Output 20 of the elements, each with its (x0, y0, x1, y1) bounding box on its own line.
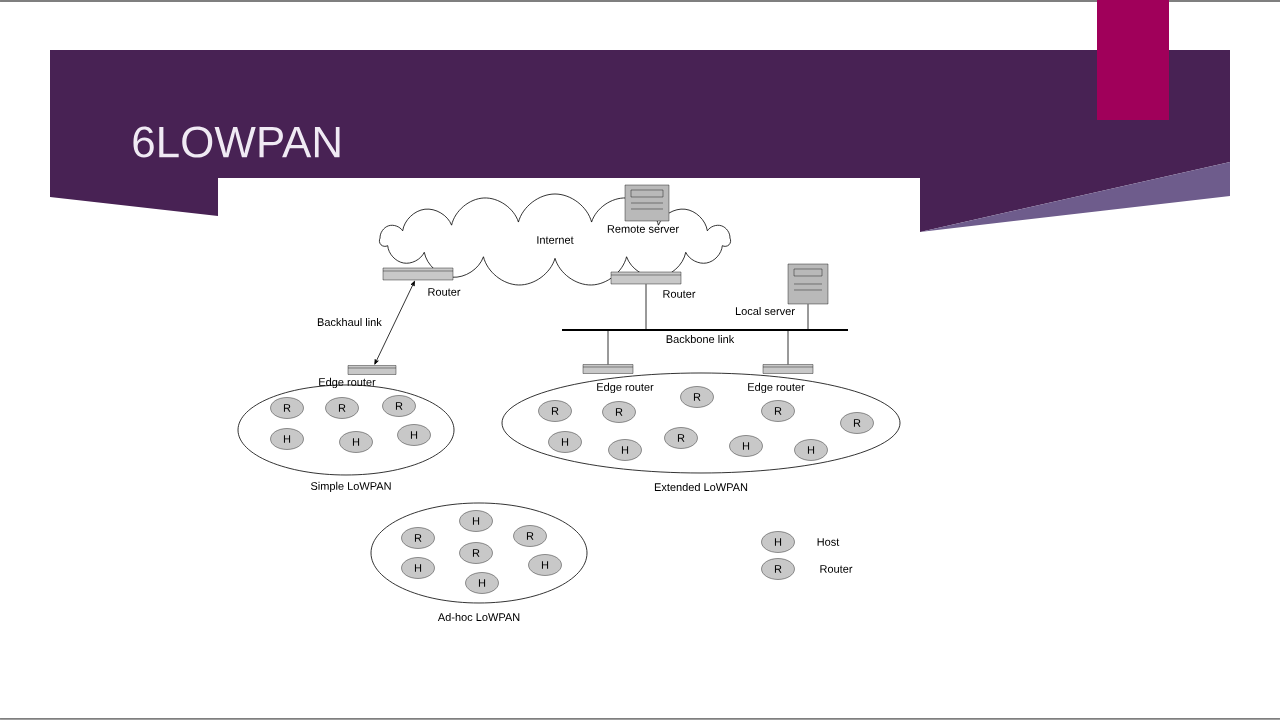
slide-title: 6LOWPAN (133, 126, 340, 158)
device-label: Backbone link (666, 334, 735, 344)
connector (645, 283, 647, 331)
connector (374, 280, 415, 365)
device-label: Edge router (319, 377, 376, 389)
node-label: Host (817, 538, 840, 546)
device-label: Remote server (607, 225, 679, 233)
device-label: Local server (735, 306, 795, 316)
device-label: Router (428, 288, 461, 296)
network-caption: Extended LoWPAN (654, 482, 748, 492)
connector (807, 303, 809, 331)
device-label: Edge router (748, 382, 805, 394)
network-caption: Simple LoWPAN (310, 481, 391, 493)
network-caption: Ad-hoc LoWPAN (437, 612, 520, 622)
connector (787, 329, 789, 365)
device-label: Router (663, 290, 696, 298)
connector (607, 329, 609, 365)
edge-label: Backhaul link (316, 316, 383, 328)
node-label: Router (820, 565, 853, 573)
device-label: Edge router (597, 382, 654, 394)
